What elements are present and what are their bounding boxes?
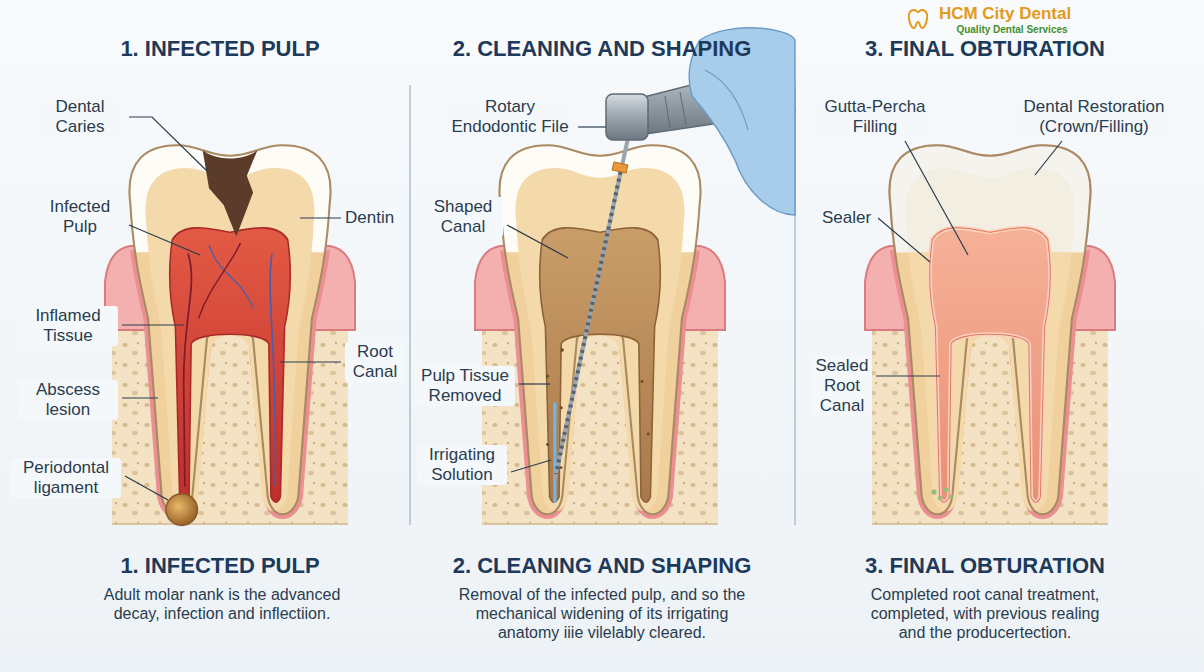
panel-heading: 1. INFECTED PULP xyxy=(20,36,420,62)
callout-label: Dental Caries xyxy=(35,97,125,137)
watermark: HCM City Dental xyxy=(925,4,1085,24)
callout-label: Dentin xyxy=(345,208,401,228)
callout-label: Irrigating Solution xyxy=(417,445,507,485)
callout-label: Dental Restoration (Crown/Filling) xyxy=(1014,97,1174,137)
callout-label: Pulp Tissue Removed xyxy=(415,366,515,406)
callout-label: Root Canal xyxy=(345,342,405,382)
panel-subheading: 1. INFECTED PULP xyxy=(20,553,420,579)
callout-label: Sealed Root Canal xyxy=(812,356,872,416)
panel-subheading: 2. CLEANING AND SHAPING xyxy=(412,553,792,579)
watermark: Quality Dental Services xyxy=(932,24,1092,36)
panel-caption: Completed root canal treatment, complete… xyxy=(865,586,1105,643)
callout-label: Abscess lesion xyxy=(18,380,118,420)
callout-label: Periodontal ligament xyxy=(11,458,121,498)
callout-label: Gutta-Percha Filling xyxy=(815,97,935,137)
callout-label: Rotary Endodontic File xyxy=(446,97,574,137)
panel-heading: 2. CLEANING AND SHAPING xyxy=(402,36,802,62)
panel-caption: Removal of the infected pulp, and so the… xyxy=(452,586,752,643)
panel-subheading: 3. FINAL OBTURATION xyxy=(795,553,1175,579)
panel-caption: Adult molar nank is the advanced decay, … xyxy=(87,586,357,624)
panel-heading: 3. FINAL OBTURATION xyxy=(795,36,1175,62)
callout-label: Inflamed Tissue xyxy=(18,306,118,346)
callout-label: Sealer xyxy=(822,208,878,228)
callout-label: Infected Pulp xyxy=(35,197,125,237)
callout-label: Shaped Canal xyxy=(423,197,503,237)
